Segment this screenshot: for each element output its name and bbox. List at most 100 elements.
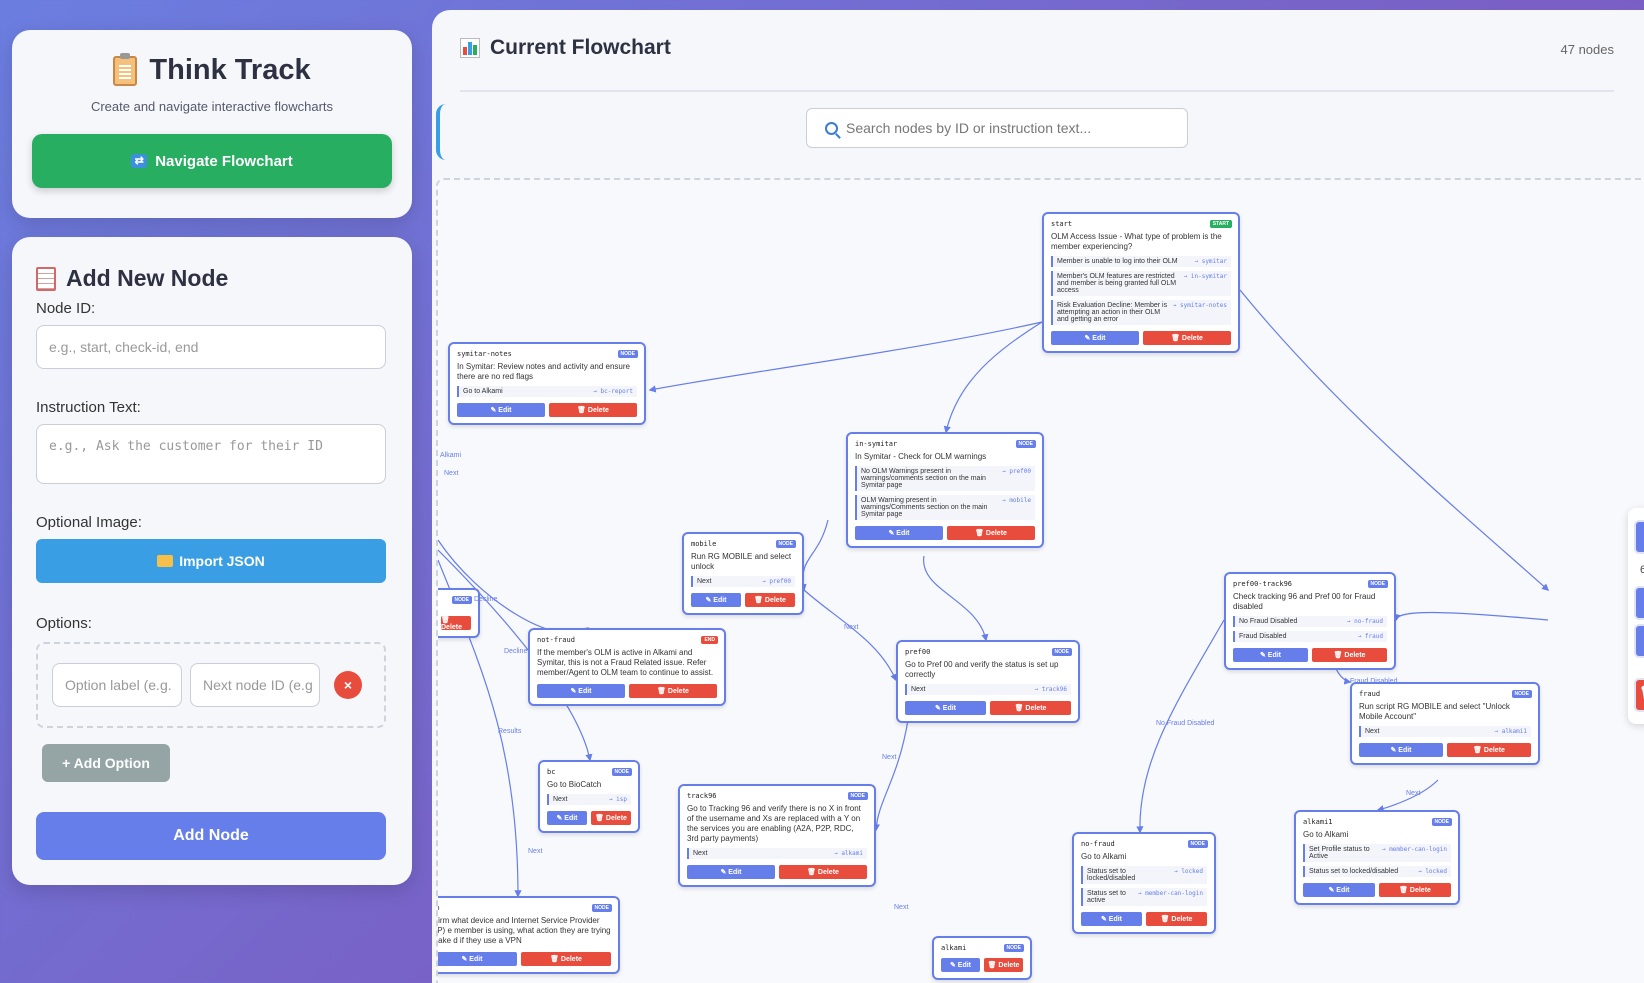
node-option[interactable]: Next→ alkami [687,848,867,859]
zoom-out-button[interactable]: − [1634,586,1644,620]
node-option[interactable]: Next→ pref00 [691,576,795,587]
delete-node-button[interactable]: 🗑 Delete [779,865,867,879]
node-option[interactable]: Status set to active→ member-can-login [1081,888,1207,906]
node-type-badge: NODE [617,350,638,358]
node-option[interactable]: OLM Warning present in warnings/Comments… [855,495,1035,520]
node-option[interactable]: Set Profile status to Active→ member-can… [1303,844,1451,862]
edit-node-button[interactable]: ✎ Edit [855,526,943,540]
edit-node-button[interactable]: ✎ Edit [1051,331,1139,345]
delete-node-button[interactable]: 🗑 Delete [1379,883,1451,897]
edge-label: Decline [504,648,528,655]
delete-node-button[interactable]: 🗑 Delete [441,616,471,631]
edit-node-button[interactable]: ✎ Edit [905,701,986,715]
node-option-label: Status set to active [1087,890,1126,904]
edit-node-button[interactable]: ✎ Edit [691,593,741,607]
flow-edge [923,555,989,642]
option-label-input[interactable]: Option label (e.g. [52,663,182,707]
delete-node-button[interactable]: 🗑 Delete [990,701,1071,715]
edit-node-button[interactable]: ✎ Edit [438,952,517,966]
delete-node-button[interactable]: 🗑 Delete [984,958,1023,972]
edit-node-button[interactable]: ✎ Edit [537,684,625,698]
navigate-flowchart-button[interactable]: ⇄ Navigate Flowchart [32,134,392,188]
node-option[interactable]: Next→ track96 [905,684,1071,695]
node-id-input[interactable]: e.g., start, check-id, end [36,325,386,369]
clear-all-button[interactable]: 🗑 [1634,678,1644,712]
node-option-label: No Fraud Disabled [1239,618,1298,625]
node-option[interactable]: Next→ alkami1 [1359,726,1531,737]
instruction-placeholder: e.g., Ask the customer for their ID [49,439,323,454]
edit-node-button[interactable]: ✎ Edit [1233,648,1308,662]
flow-node[interactable]: NODESession✎ Edit🗑 Delete [436,588,480,638]
node-type-badge: NODE [591,904,612,912]
edit-node-button[interactable]: ✎ Edit [1303,883,1375,897]
delete-node-button[interactable]: 🗑 Delete [1312,648,1387,662]
edge-label: Next [894,904,909,911]
node-option[interactable]: Status set to locked/disabled→ locked [1081,866,1207,884]
form-title-text: Add New Node [66,265,229,291]
reset-view-button[interactable]: ⌂ [1634,624,1644,658]
flow-edge [1239,289,1550,591]
add-node-button[interactable]: Add Node [36,812,386,860]
search-input[interactable]: Search nodes by ID or instruction text..… [806,108,1188,148]
node-option[interactable]: No Fraud Disabled→ no-fraud [1233,616,1387,627]
node-type-badge: NODE [1187,840,1208,848]
delete-node-button[interactable]: 🗑 Delete [1143,331,1231,345]
node-option[interactable]: Status set to locked/disabled→ locked [1303,866,1451,877]
edit-node-button[interactable]: ✎ Edit [457,403,545,417]
options-list: Option label (e.g. Next node ID (e.g × [36,642,386,728]
remove-option-button[interactable]: × [334,671,362,699]
edit-node-button[interactable]: ✎ Edit [547,811,587,825]
delete-node-button[interactable]: 🗑 Delete [1447,743,1531,757]
node-type-badge: NODE [1003,944,1024,952]
node-option-target: → symitar-notes [1172,302,1227,309]
delete-node-button[interactable]: 🗑 Delete [549,403,637,417]
node-option[interactable]: Risk Evaluation Decline: Member is attem… [1051,300,1231,325]
zoom-in-button[interactable]: + [1634,520,1644,554]
edit-node-button[interactable]: ✎ Edit [1081,912,1142,926]
zoom-level: 60% [1639,564,1644,576]
import-json-button[interactable]: Import JSON [36,539,386,583]
node-option[interactable]: Fraud Disabled→ fraud [1233,631,1387,642]
delete-node-button[interactable]: 🗑 Delete [1146,912,1207,926]
flow-node[interactable]: ispNODEonfirm what device and Internet S… [438,896,620,974]
app-title: Think Track [149,54,311,86]
node-type-badge: END [701,636,718,644]
edge-layer [438,289,1550,898]
delete-node-button[interactable]: 🗑 Delete [629,684,717,698]
edit-node-button[interactable]: ✎ Edit [1359,743,1443,757]
node-option[interactable]: Member's OLM features are restricted and… [1051,271,1231,296]
node-text: In Symitar: Review notes and activity an… [457,362,630,381]
edit-node-button[interactable]: ✎ Edit [941,958,980,972]
node-option[interactable]: No OLM Warnings present in warnings/comm… [855,466,1035,491]
delete-node-button[interactable]: 🗑 Delete [745,593,795,607]
node-option[interactable]: Next→ isp [547,794,631,805]
delete-node-button[interactable]: 🗑 Delete [521,952,611,966]
delete-node-button[interactable]: 🗑 Delete [947,526,1035,540]
add-option-button[interactable]: + Add Option [42,744,170,782]
edit-node-button[interactable]: ✎ Edit [436,616,437,630]
instruction-textarea[interactable]: e.g., Ask the customer for their ID [36,424,386,484]
node-id: pref00-track96 [1233,580,1293,588]
node-option[interactable]: Go to Alkami→ bc-report [457,386,637,397]
delete-node-button[interactable]: 🗑 Delete [591,811,631,825]
flow-edge [872,719,909,832]
bar-chart-icon [460,38,480,58]
edit-node-button[interactable]: ✎ Edit [687,865,775,879]
node-option[interactable]: Member is unable to log into their OLM→ … [1051,256,1231,267]
option-next-input[interactable]: Next node ID (e.g [190,663,320,707]
edge-label: Alkami [440,452,462,459]
